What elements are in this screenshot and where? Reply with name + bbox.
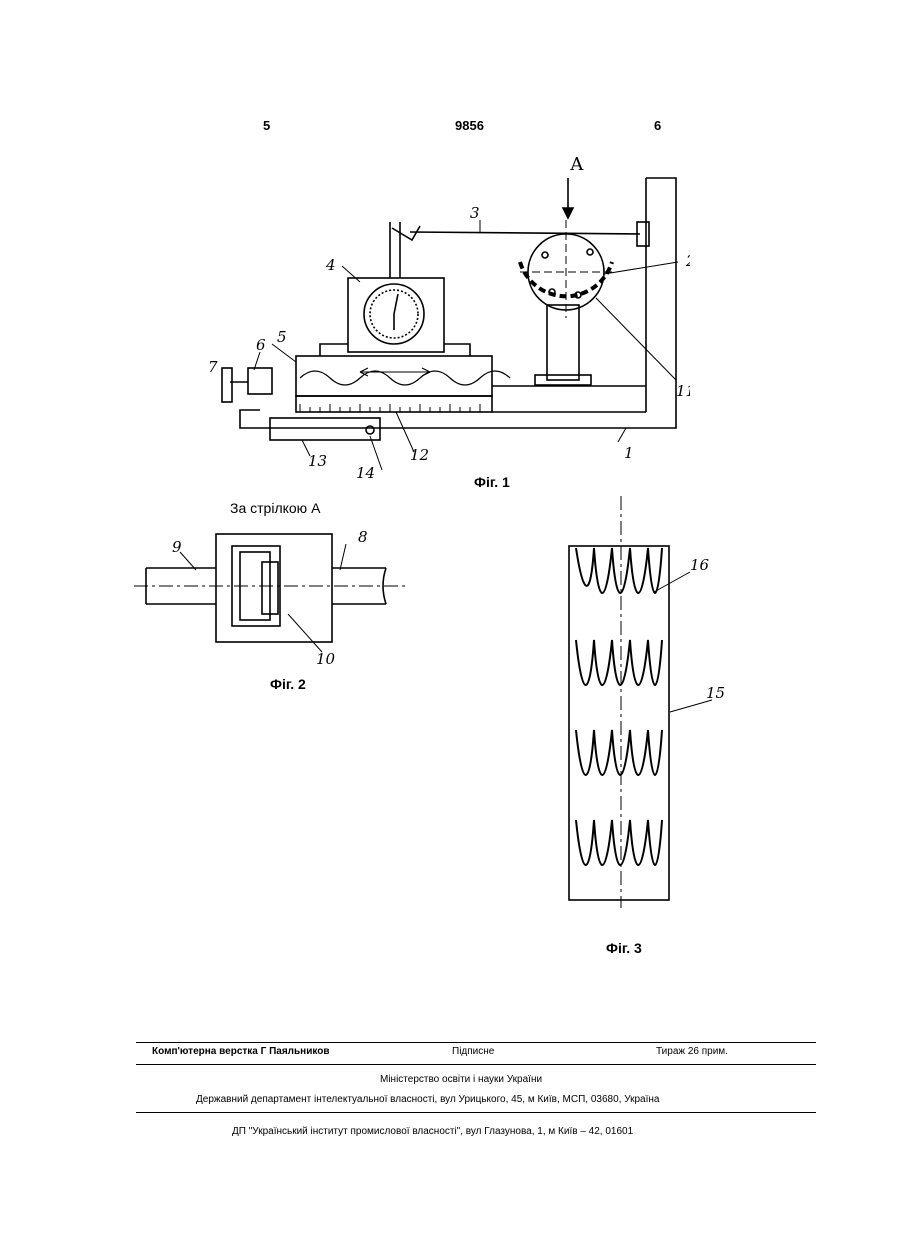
patent-number: 9856 [455, 118, 484, 133]
figure-3-caption: Фіг. 3 [606, 940, 642, 956]
part-label-7: 7 [208, 358, 218, 376]
figure-1-caption: Фіг. 1 [474, 474, 510, 490]
page-number-left: 5 [263, 118, 270, 133]
part-label-9: 9 [172, 538, 182, 556]
part-label-5: 5 [277, 328, 287, 346]
imprint-rule-bottom [136, 1112, 816, 1113]
institute-address: ДП "Український інститут промислової вла… [232, 1126, 633, 1137]
part-label-13: 13 [308, 452, 327, 470]
figure-3-drawing: 16 15 [550, 490, 750, 915]
part-label-10: 10 [316, 650, 336, 668]
arrow-a-label: А [570, 154, 584, 175]
part-label-16: 16 [690, 556, 710, 574]
imprint-rule-top [136, 1042, 816, 1043]
figure-1-drawing: А 4 5 6 7 3 2 11 12 13 14 1 [200, 140, 690, 480]
figure-2-drawing: 9 8 10 [130, 520, 410, 670]
part-label-8: 8 [358, 528, 368, 546]
part-label-6: 6 [256, 336, 266, 354]
part-label-14: 14 [356, 464, 375, 480]
part-label-11: 11 [676, 382, 690, 400]
department-address: Державний департамент інтелектуальної вл… [196, 1094, 659, 1105]
part-label-15: 15 [706, 684, 725, 702]
figure-2-caption: Фіг. 2 [270, 676, 306, 692]
part-label-12: 12 [410, 446, 429, 464]
signed-note: Підписне [452, 1046, 494, 1057]
part-label-4: 4 [325, 256, 336, 274]
figure-2-title: За стрілкою А [230, 500, 320, 516]
imprint-rule-middle [136, 1064, 816, 1065]
ministry-name: Міністерство освіти і науки України [380, 1074, 542, 1085]
page-number-right: 6 [654, 118, 661, 133]
part-label-1: 1 [624, 444, 634, 462]
part-label-3: 3 [470, 204, 480, 222]
part-label-2: 2 [685, 252, 690, 270]
typesetting-credit: Комп'ютерна верстка Г Паяльников [152, 1046, 329, 1057]
circulation: Тираж 26 прим. [656, 1046, 728, 1057]
